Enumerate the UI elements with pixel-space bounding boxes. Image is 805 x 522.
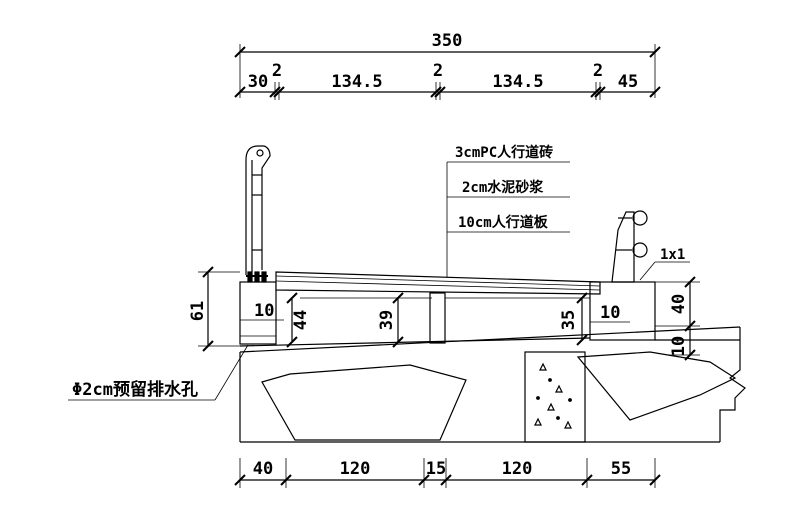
dim-right-inner: 10 xyxy=(600,303,620,323)
slope-leader xyxy=(639,261,656,281)
dim-middle: 39 xyxy=(377,310,397,330)
concrete-hatch xyxy=(534,362,572,429)
top-dimension-chain: 350 30 2 134.5 2 134.5 2 45 xyxy=(234,31,661,100)
dim-tick xyxy=(234,474,246,486)
dim-tick xyxy=(684,276,696,288)
dim-tick xyxy=(392,292,404,304)
center-support-block xyxy=(429,292,446,344)
sidewalk-surface xyxy=(275,271,601,295)
deck-top-line xyxy=(239,326,741,353)
dim-tick xyxy=(684,349,696,361)
dim-tick xyxy=(286,336,298,348)
railing-post xyxy=(245,145,271,275)
layer-label-mortar: 2cm水泥砂浆 xyxy=(462,179,544,196)
box-girder xyxy=(239,326,746,443)
top-dim-134a: 134.5 xyxy=(331,72,382,92)
bottom-dim-120b: 120 xyxy=(502,459,533,479)
dim-tick xyxy=(576,292,588,304)
barrier-pipe-lower xyxy=(632,242,648,258)
dim-tick xyxy=(581,474,593,486)
top-dim-134b: 134.5 xyxy=(492,72,543,92)
dim-tick xyxy=(280,474,292,486)
top-dim-2b: 2 xyxy=(433,61,443,81)
bottom-dim-15: 15 xyxy=(426,459,446,479)
dim-right-upper: 40 xyxy=(669,294,689,314)
vertical-dimensions: 61 10 44 39 35 10 40 10 xyxy=(188,266,700,361)
dim-tick xyxy=(434,86,446,98)
dim-tick xyxy=(594,86,606,98)
dim-right-lower: 10 xyxy=(669,336,689,356)
bottom-dim-120a: 120 xyxy=(340,459,371,479)
dim-tick xyxy=(202,340,214,352)
dim-tick xyxy=(576,334,588,346)
dim-tick xyxy=(234,86,246,98)
dim-tick xyxy=(649,46,661,58)
left-curb-body xyxy=(239,281,277,345)
dim-tick xyxy=(590,86,602,98)
top-dim-45: 45 xyxy=(618,72,638,92)
bottom-dim-40: 40 xyxy=(253,459,273,479)
paving-layer-line xyxy=(275,275,601,287)
dim-tick xyxy=(649,86,661,98)
break-line xyxy=(719,327,746,442)
top-dim-2c: 2 xyxy=(593,61,603,81)
girder-cell-left xyxy=(261,364,467,441)
drain-leader xyxy=(214,344,249,401)
dim-tick xyxy=(269,86,281,98)
top-dim-30: 30 xyxy=(248,72,268,92)
paving-layer-line xyxy=(275,280,601,291)
left-curb xyxy=(239,281,277,345)
drain-callout: Φ2cm预留排水孔 xyxy=(68,344,249,401)
dim-tick xyxy=(649,474,661,486)
dim-tick xyxy=(684,320,696,332)
dim-left-total: 61 xyxy=(188,301,208,321)
top-dim-2a: 2 xyxy=(272,61,282,81)
layer-label-slab: 10cm人行道板 xyxy=(458,214,549,231)
deck-top-edge xyxy=(239,337,591,347)
dim-tick xyxy=(286,292,298,304)
girder-cell-right xyxy=(576,351,737,421)
dim-tick xyxy=(202,266,214,278)
drain-hole-label: Φ2cm预留排水孔 xyxy=(72,379,198,400)
dim-left-inner: 10 xyxy=(254,301,274,321)
dim-tick xyxy=(392,336,404,348)
barrier-pipe-upper xyxy=(632,210,648,226)
bottom-dimension-chain: 40 120 15 120 55 xyxy=(234,458,661,488)
dim-right-post: 35 xyxy=(559,310,579,330)
right-curb: 1x1 xyxy=(589,210,690,341)
railing-bolt xyxy=(256,149,264,157)
layer-label-brick: 3cmPC人行道砖 xyxy=(455,144,553,161)
right-barrier-post xyxy=(611,211,635,283)
sidewalk-slab xyxy=(275,271,601,344)
layer-callouts: 3cmPC人行道砖 2cm水泥砂浆 10cm人行道板 xyxy=(446,144,570,292)
dim-tick xyxy=(440,474,452,486)
total-width-label: 350 xyxy=(432,31,463,51)
dim-tick xyxy=(273,86,285,98)
dim-tick xyxy=(234,46,246,58)
dim-tick xyxy=(418,474,430,486)
dim-left-post: 44 xyxy=(291,310,311,330)
concrete-diaphragm xyxy=(524,351,586,443)
bottom-dim-55: 55 xyxy=(611,459,631,479)
railing xyxy=(245,145,271,283)
dim-tick xyxy=(430,86,442,98)
slope-label: 1x1 xyxy=(660,247,685,263)
